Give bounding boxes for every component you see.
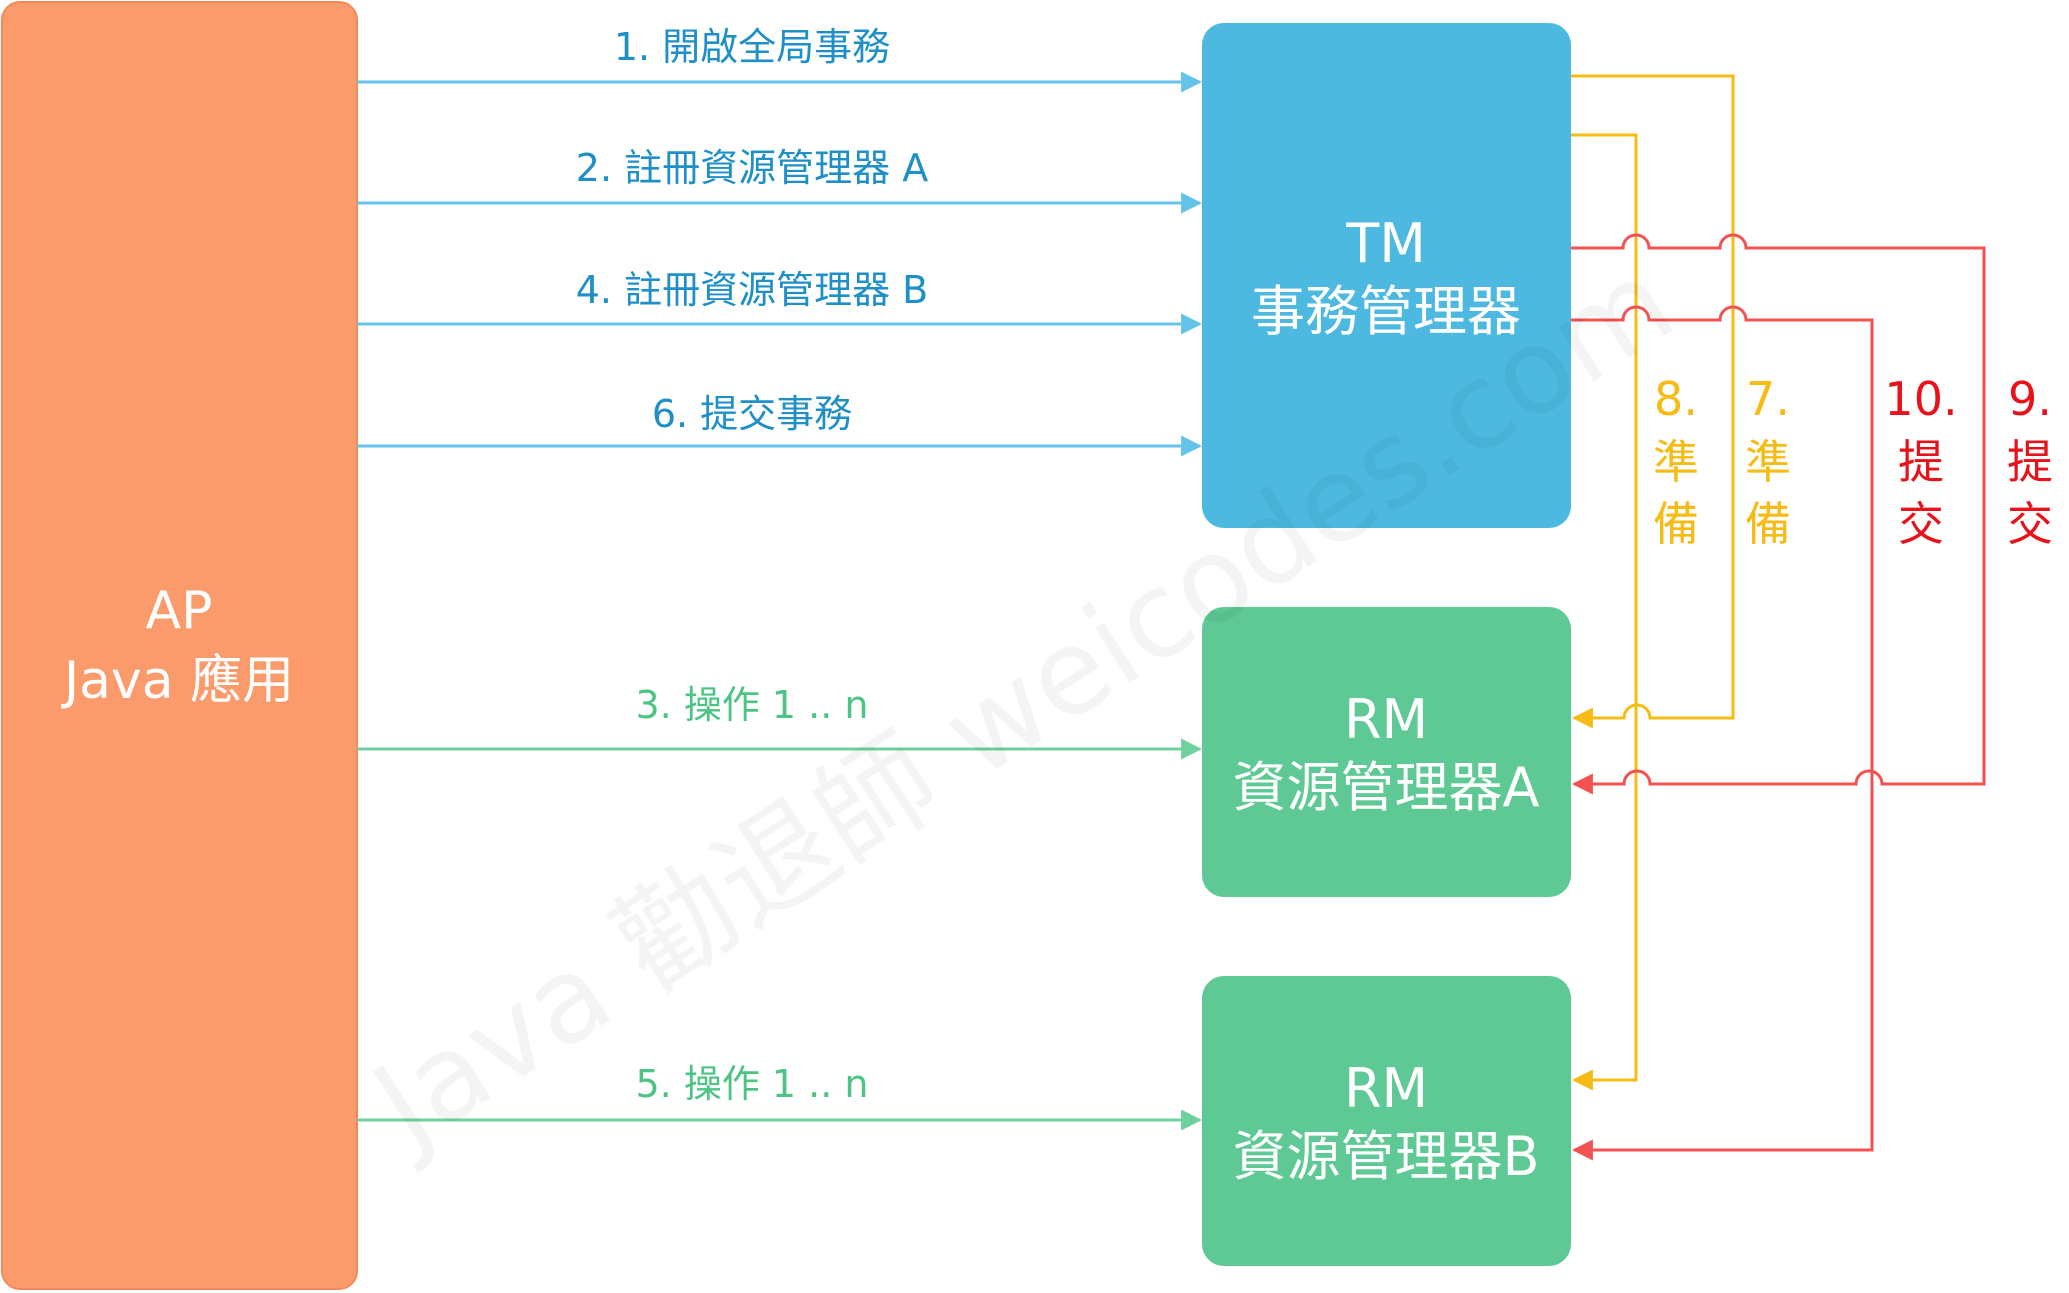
prepare-b-char-2: 備 — [1653, 497, 1699, 551]
app-box-subtitle: Java 應用 — [61, 651, 294, 711]
prepare-a-label: 7. 準 備 — [1745, 372, 1791, 551]
commit-a-label: 9. 提 交 — [2007, 372, 2053, 551]
commit-a-number: 9. — [2008, 372, 2052, 426]
call-begin: 1. 開啟全局事務 — [357, 25, 1203, 93]
call-register-a-label: 2. 註冊資源管理器 A — [576, 146, 928, 190]
call-register-b: 4. 註冊資源管理器 B — [357, 268, 1203, 335]
commit-a-char-2: 交 — [2007, 497, 2053, 551]
tm-box-subtitle: 事務管理器 — [1251, 280, 1521, 343]
call-register-a: 2. 註冊資源管理器 A — [357, 146, 1203, 214]
commit-b-label: 10. 提 交 — [1884, 372, 1957, 551]
app-box: AP Java 應用 — [1, 1, 358, 1290]
rm-b-box: RM 資源管理器B — [1202, 976, 1571, 1266]
commit-b-char-2: 交 — [1898, 497, 1944, 551]
tm-box-title: TM — [1345, 212, 1426, 275]
call-commit-label: 6. 提交事務 — [652, 392, 852, 436]
prepare-a-number: 7. — [1746, 372, 1790, 426]
prepare-a-connector — [1571, 74, 1735, 729]
call-op-a: 3. 操作 1 .. n — [357, 683, 1203, 760]
commit-a-connector — [1571, 233, 1986, 795]
app-box-title: AP — [146, 581, 213, 641]
commit-b-number: 10. — [1884, 372, 1957, 426]
call-op-b-label: 5. 操作 1 .. n — [636, 1062, 869, 1106]
prepare-b-char-1: 準 — [1653, 435, 1699, 489]
rm-a-box-title: RM — [1344, 688, 1428, 751]
rm-a-box: RM 資源管理器A — [1202, 607, 1571, 897]
call-op-a-label: 3. 操作 1 .. n — [636, 683, 869, 727]
prepare-b-number: 8. — [1654, 372, 1698, 426]
rm-a-box-subtitle: 資源管理器A — [1233, 756, 1540, 819]
prepare-b-label: 8. 準 備 — [1653, 372, 1699, 551]
commit-b-connector — [1571, 305, 1874, 1161]
prepare-b-connector — [1571, 133, 1638, 1091]
rm-b-box-subtitle: 資源管理器B — [1232, 1125, 1539, 1188]
call-register-b-label: 4. 註冊資源管理器 B — [576, 268, 928, 312]
prepare-a-char-2: 備 — [1745, 497, 1791, 551]
rm-b-box-title: RM — [1344, 1057, 1428, 1120]
call-op-b: 5. 操作 1 .. n — [357, 1062, 1203, 1131]
call-begin-label: 1. 開啟全局事務 — [614, 25, 890, 69]
tm-box: TM 事務管理器 — [1202, 23, 1571, 528]
call-commit: 6. 提交事務 — [357, 392, 1203, 457]
commit-b-char-1: 提 — [1898, 435, 1944, 489]
commit-a-char-1: 提 — [2007, 435, 2053, 489]
prepare-a-char-1: 準 — [1745, 435, 1791, 489]
